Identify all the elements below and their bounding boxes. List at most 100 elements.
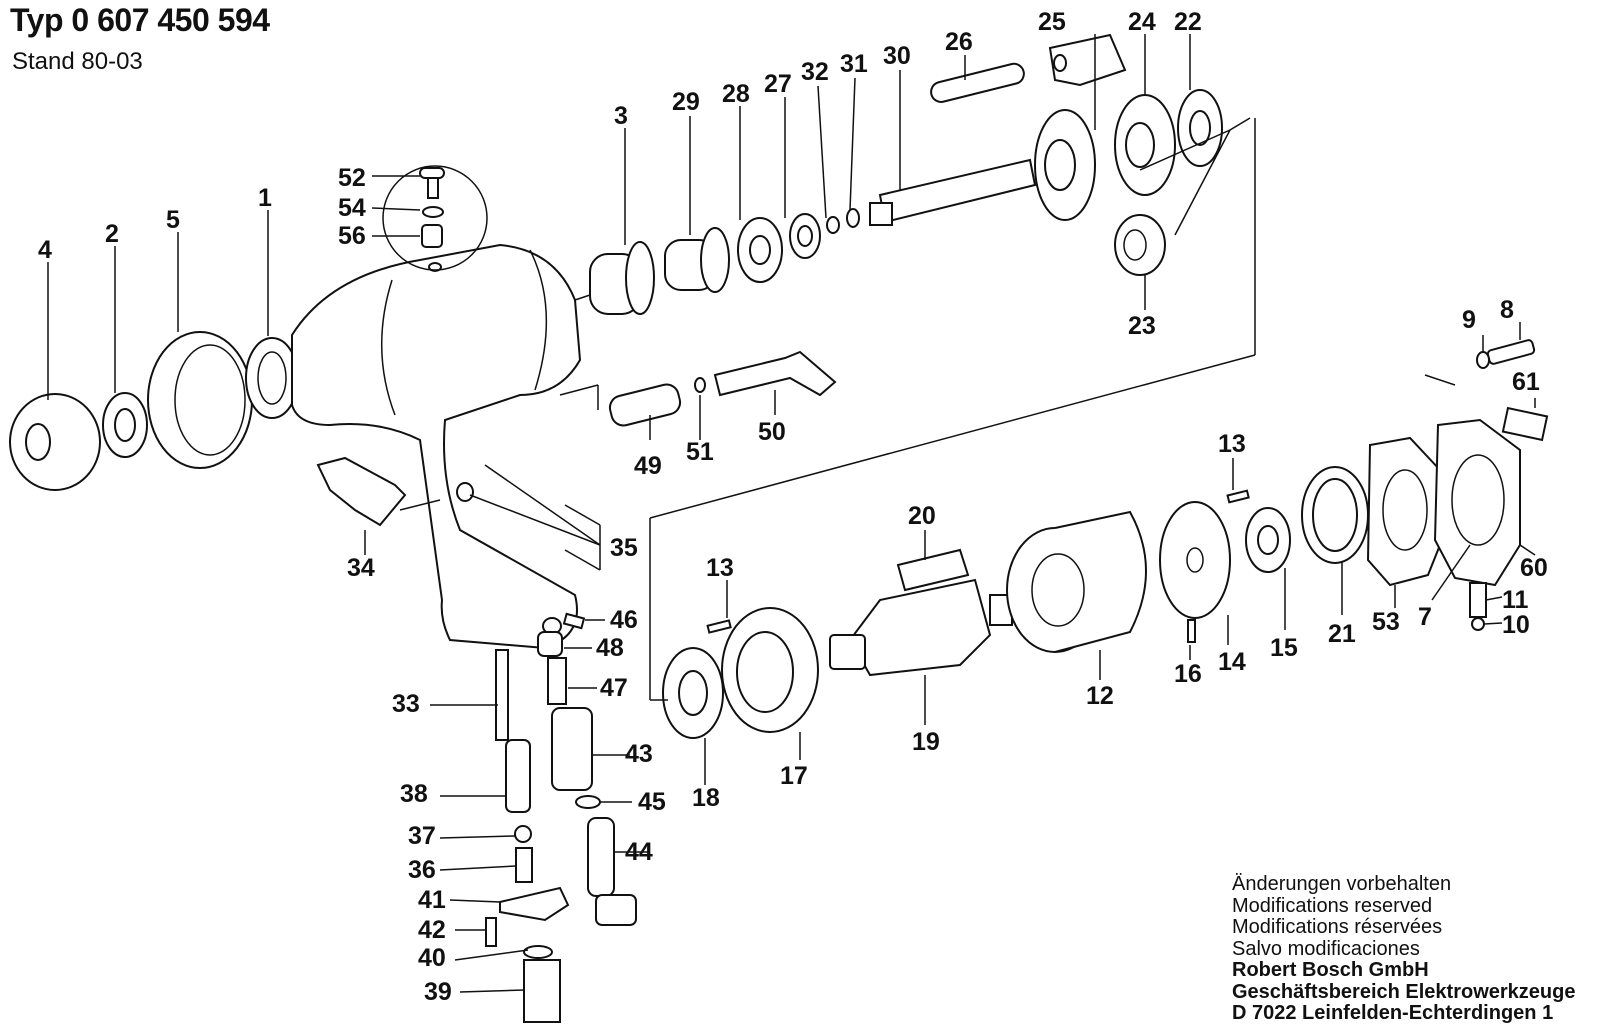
part-36-spring	[515, 847, 533, 883]
part-19-rotor	[848, 578, 992, 677]
part-label-35: 35	[610, 534, 638, 562]
part-label-14: 14	[1218, 648, 1246, 676]
part-label-20: 20	[908, 502, 936, 530]
part-11-spring	[1469, 582, 1487, 618]
part-53-gasket	[1366, 436, 1444, 587]
part-label-28: 28	[722, 80, 750, 108]
part-label-31: 31	[840, 50, 868, 78]
part-label-17: 17	[780, 762, 808, 790]
part-label-5: 5	[166, 206, 180, 234]
part-42-screw	[485, 917, 497, 947]
part-49-valve	[608, 383, 682, 427]
part-23-hammer	[1114, 214, 1166, 276]
part-14-endplate	[1159, 501, 1231, 619]
detail-circle	[382, 165, 488, 271]
part-label-47: 47	[600, 674, 628, 702]
tool-housing	[291, 243, 582, 650]
part-1-front	[245, 337, 299, 419]
part-label-40: 40	[418, 944, 446, 972]
part-label-42: 42	[418, 916, 446, 944]
part-label-23: 23	[1128, 312, 1156, 340]
part-label-54: 54	[338, 194, 366, 222]
part-33-pin	[495, 649, 509, 741]
part-34-trigger	[316, 456, 407, 527]
part-9-washer	[1476, 351, 1490, 369]
part-label-48: 48	[596, 634, 624, 662]
part-label-41: 41	[418, 886, 446, 914]
part-label-7: 7	[1418, 603, 1432, 631]
part-label-26: 26	[945, 28, 973, 56]
part-label-61: 61	[1512, 368, 1540, 396]
part-label-37: 37	[408, 822, 436, 850]
part-label-13a: 13	[1218, 430, 1246, 458]
part-label-25: 25	[1038, 8, 1066, 36]
part-label-53: 53	[1372, 608, 1400, 636]
part-label-38: 38	[400, 780, 428, 808]
part-label-39: 39	[424, 978, 452, 1006]
part-label-4: 4	[38, 236, 52, 264]
part-label-3: 3	[614, 102, 628, 130]
part-44-knob	[595, 894, 637, 926]
part-label-15: 15	[1270, 634, 1298, 662]
part-label-33: 33	[392, 690, 420, 718]
part-60-plate	[1501, 406, 1549, 442]
company-address: D 7022 Leinfelden-Echterdingen 1	[1232, 1002, 1554, 1024]
part-label-29: 29	[672, 88, 700, 116]
part-label-13b: 13	[706, 554, 734, 582]
part-41-ring	[499, 886, 570, 922]
notice-de: Änderungen vorbehalten	[1232, 873, 1452, 895]
part-label-16: 16	[1174, 660, 1202, 688]
part-5-ring	[147, 331, 253, 469]
part-44-valve-stem	[587, 817, 615, 897]
part-label-9: 9	[1462, 306, 1476, 334]
part-label-52: 52	[338, 164, 366, 192]
part-label-45: 45	[638, 788, 666, 816]
part-26-pin	[930, 62, 1025, 103]
part-label-19: 19	[912, 728, 940, 756]
part-label-51: 51	[686, 438, 714, 466]
part-label-8: 8	[1500, 296, 1514, 324]
part-label-36: 36	[408, 856, 436, 884]
part-37-ball	[514, 825, 532, 843]
part-label-2: 2	[105, 220, 119, 248]
part-label-11: 11	[1502, 586, 1529, 614]
notice-fr: Modifications réservées	[1232, 916, 1443, 938]
part-43-sleeve	[551, 707, 593, 791]
part-label-18: 18	[692, 784, 720, 812]
part-38-sleeve	[505, 739, 531, 813]
company-name: Robert Bosch GmbH	[1232, 959, 1429, 981]
part-7-backcap	[1433, 418, 1521, 587]
company-division: Geschäftsbereich Elektrowerkzeuge	[1232, 980, 1576, 1003]
part-10-ball	[1471, 617, 1485, 631]
part-label-43: 43	[625, 740, 653, 768]
part-label-12: 12	[1086, 682, 1114, 710]
notice-es: Salvo modificaciones	[1232, 937, 1420, 960]
part-label-56: 56	[338, 222, 366, 250]
drawing-revision: Stand 80-03	[12, 48, 143, 75]
part-13-pin	[706, 619, 732, 634]
leader-lines	[47, 34, 1536, 993]
part-label-30: 30	[883, 42, 911, 70]
part-label-21: 21	[1328, 620, 1356, 648]
part-label-34: 34	[347, 554, 375, 582]
part-label-27: 27	[764, 70, 792, 98]
part-label-46: 46	[610, 606, 638, 634]
part-label-24: 24	[1128, 8, 1156, 36]
part-label-50: 50	[758, 418, 786, 446]
part-47-spring	[547, 657, 567, 705]
notice-en: Modifications reserved	[1232, 894, 1433, 917]
part-8-screw	[1486, 339, 1536, 365]
part-16-pin	[1187, 619, 1196, 643]
part-46-screw	[562, 612, 586, 630]
part-label-44: 44	[625, 838, 653, 866]
part-50-lever	[713, 350, 837, 397]
footer-notice: Änderungen vorbehalten Modifications res…	[1232, 873, 1576, 1025]
part-label-60: 60	[1520, 554, 1548, 582]
part-4-ring	[9, 393, 101, 491]
part-label-49: 49	[634, 452, 662, 480]
part-label-10: 10	[1502, 611, 1530, 639]
part-39-fitting	[523, 959, 561, 1023]
part-label-22: 22	[1174, 8, 1202, 36]
